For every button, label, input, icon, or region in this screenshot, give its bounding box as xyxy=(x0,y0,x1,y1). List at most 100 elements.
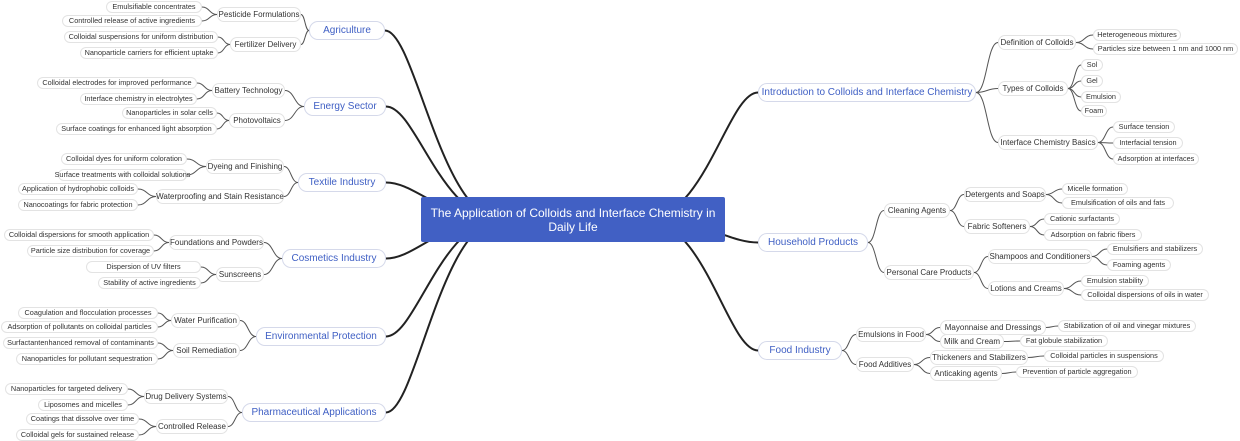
child-connector xyxy=(1063,288,1082,296)
leaf-prevention-particle-aggregation[interactable]: Prevention of particle aggregation xyxy=(1016,366,1138,378)
leaf-particle-size-distribution[interactable]: Particle size distribution for coverage xyxy=(27,245,154,257)
leaf-coagulation-flocculation[interactable]: Coagulation and flocculation processes xyxy=(18,307,158,319)
leaf-controlled-release-active[interactable]: Controlled release of active ingredients xyxy=(62,15,202,27)
leaf-cationic-surfactants[interactable]: Cationic surfactants xyxy=(1044,213,1120,225)
leaf-emulsion-stability[interactable]: Emulsion stability xyxy=(1081,275,1149,287)
branch-food-industry[interactable]: Food Industry xyxy=(758,341,842,360)
sub-food-additives[interactable]: Food Additives xyxy=(856,357,914,372)
leaf-targeted-delivery[interactable]: Nanoparticles for targeted delivery xyxy=(5,383,128,395)
branch-agriculture[interactable]: Agriculture xyxy=(309,21,385,40)
sub-pesticide-formulations[interactable]: Pesticide Formulations xyxy=(217,7,301,22)
leaf-colloidal-dyes[interactable]: Colloidal dyes for uniform coloration xyxy=(61,153,187,165)
sub-battery-technology[interactable]: Battery Technology xyxy=(212,83,285,98)
leaf-emulsifiable-concentrates[interactable]: Emulsifiable concentrates xyxy=(106,1,202,13)
child-connector xyxy=(975,92,999,143)
leaf-interface-chemistry-electrolytes[interactable]: Interface chemistry in electrolytes xyxy=(80,93,197,105)
child-connector xyxy=(1045,325,1059,328)
child-connector xyxy=(217,44,231,54)
branch-textile-industry[interactable]: Textile Industry xyxy=(298,173,386,192)
leaf-particle-size-range[interactable]: Particles size between 1 nm and 1000 nm xyxy=(1093,43,1238,55)
leaf-micelle-formation[interactable]: Micelle formation xyxy=(1062,183,1128,195)
leaf-colloidal-dispersions-smooth[interactable]: Colloidal dispersions for smooth applica… xyxy=(4,229,154,241)
child-connector xyxy=(239,336,257,351)
leaf-nanoparticles-solar-cells[interactable]: Nanoparticles in solar cells xyxy=(122,107,217,119)
leaf-adsorption-fabric-fibers[interactable]: Adsorption on fabric fibers xyxy=(1044,229,1142,241)
leaf-coatings-dissolve[interactable]: Coatings that dissolve over time xyxy=(26,413,139,425)
sub-foundations-and-powders[interactable]: Foundations and Powders xyxy=(169,235,264,250)
branch-environmental-protection[interactable]: Environmental Protection xyxy=(256,327,386,346)
sub-cleaning-agents[interactable]: Cleaning Agents xyxy=(884,203,950,218)
leaf-nanocoatings-fabric[interactable]: Nanocoatings for fabric protection xyxy=(18,199,138,211)
leaf-surface-treatments[interactable]: Surface treatments with colloidal soluti… xyxy=(54,169,191,181)
sub-mayonnaise-and-dressings[interactable]: Mayonnaise and Dressings xyxy=(940,320,1046,335)
leaf-nanoparticles-sequestration[interactable]: Nanoparticles for pollutant sequestratio… xyxy=(16,353,158,365)
sub-definition-of-colloids[interactable]: Definition of Colloids xyxy=(998,35,1076,50)
branch-pharmaceutical-applications[interactable]: Pharmaceutical Applications xyxy=(242,403,386,422)
child-connector xyxy=(1045,194,1063,204)
sub-shampoos-and-conditioners[interactable]: Shampoos and Conditioners xyxy=(988,249,1092,264)
child-connector xyxy=(1075,34,1094,43)
leaf-colloidal-electrodes[interactable]: Colloidal electrodes for improved perfor… xyxy=(37,77,197,89)
child-connector xyxy=(913,364,931,374)
leaf-interfacial-tension[interactable]: Interfacial tension xyxy=(1113,137,1183,149)
leaf-sol[interactable]: Sol xyxy=(1081,59,1103,71)
leaf-dispersion-uv-filters[interactable]: Dispersion of UV filters xyxy=(86,261,201,273)
child-connector xyxy=(186,166,207,176)
leaf-heterogeneous-mixtures[interactable]: Heterogeneous mixtures xyxy=(1093,29,1181,41)
sub-fabric-softeners[interactable]: Fabric Softeners xyxy=(964,219,1030,234)
central-topic[interactable]: The Application of Colloids and Interfac… xyxy=(421,197,725,242)
leaf-surface-coatings-light[interactable]: Surface coatings for enhanced light abso… xyxy=(56,123,217,135)
child-connector xyxy=(263,258,283,275)
branch-energy-sector[interactable]: Energy Sector xyxy=(304,97,386,116)
sub-personal-care-products[interactable]: Personal Care Products xyxy=(884,265,974,280)
leaf-foaming-agents[interactable]: Foaming agents xyxy=(1107,259,1171,271)
leaf-adsorption-at-interfaces[interactable]: Adsorption at interfaces xyxy=(1113,153,1199,165)
child-connector xyxy=(949,194,965,211)
branch-cosmetics-industry[interactable]: Cosmetics Industry xyxy=(282,249,386,268)
leaf-liposomes-micelles[interactable]: Liposomes and micelles xyxy=(38,399,128,411)
leaf-surface-tension[interactable]: Surface tension xyxy=(1113,121,1175,133)
child-connector xyxy=(216,120,230,130)
child-connector xyxy=(216,112,230,121)
sub-types-of-colloids[interactable]: Types of Colloids xyxy=(998,81,1068,96)
leaf-colloidal-particles-suspensions[interactable]: Colloidal particles in suspensions xyxy=(1044,350,1164,362)
child-connector xyxy=(138,418,157,427)
leaf-colloidal-gels[interactable]: Colloidal gels for sustained release xyxy=(16,429,139,441)
leaf-emulsification-oils-fats[interactable]: Emulsification of oils and fats xyxy=(1062,197,1174,209)
leaf-emulsion[interactable]: Emulsion xyxy=(1081,91,1121,103)
leaf-fat-globule-stabilization[interactable]: Fat globule stabilization xyxy=(1020,335,1108,347)
leaf-surfactant-removal[interactable]: Surfactantenhanced removal of contaminan… xyxy=(3,337,158,349)
leaf-emulsifiers-stabilizers[interactable]: Emulsifiers and stabilizers xyxy=(1107,243,1203,255)
sub-lotions-and-creams[interactable]: Lotions and Creams xyxy=(988,281,1064,296)
sub-anticaking-agents[interactable]: Anticaking agents xyxy=(930,366,1002,381)
leaf-foam[interactable]: Foam xyxy=(1081,105,1107,117)
leaf-gel[interactable]: Gel xyxy=(1081,75,1103,87)
leaf-nanoparticle-carriers[interactable]: Nanoparticle carriers for efficient upta… xyxy=(80,47,218,59)
sub-sunscreens[interactable]: Sunscreens xyxy=(216,267,264,282)
child-connector xyxy=(949,210,965,227)
sub-water-purification[interactable]: Water Purification xyxy=(171,313,240,328)
branch-household-products[interactable]: Household Products xyxy=(758,233,868,252)
child-connector xyxy=(975,42,999,93)
leaf-adsorption-pollutants[interactable]: Adsorption of pollutants on colloidal pa… xyxy=(1,321,158,333)
sub-waterproofing-stain-resistance[interactable]: Waterproofing and Stain Resistance xyxy=(156,189,284,204)
sub-controlled-release[interactable]: Controlled Release xyxy=(156,419,228,434)
child-connector xyxy=(1091,256,1108,266)
sub-thickeners-and-stabilizers[interactable]: Thickeners and Stabilizers xyxy=(930,350,1028,365)
leaf-colloidal-dispersions-oils-water[interactable]: Colloidal dispersions of oils in water xyxy=(1081,289,1209,301)
sub-milk-and-cream[interactable]: Milk and Cream xyxy=(940,334,1004,349)
sub-photovoltaics[interactable]: Photovoltaics xyxy=(229,113,285,128)
leaf-colloidal-suspensions[interactable]: Colloidal suspensions for uniform distri… xyxy=(64,31,218,43)
branch-introduction[interactable]: Introduction to Colloids and Interface C… xyxy=(758,83,976,102)
leaf-stabilization-oil-vinegar[interactable]: Stabilization of oil and vinegar mixture… xyxy=(1058,320,1196,332)
sub-emulsions-in-food[interactable]: Emulsions in Food xyxy=(856,327,926,342)
sub-dyeing-and-finishing[interactable]: Dyeing and Finishing xyxy=(206,159,284,174)
sub-interface-chemistry-basics[interactable]: Interface Chemistry Basics xyxy=(998,135,1098,150)
leaf-hydrophobic-colloids[interactable]: Application of hydrophobic colloids xyxy=(18,183,138,195)
sub-drug-delivery-systems[interactable]: Drug Delivery Systems xyxy=(144,389,228,404)
leaf-stability-active-ingredients[interactable]: Stability of active ingredients xyxy=(98,277,201,289)
sub-soil-remediation[interactable]: Soil Remediation xyxy=(173,343,240,358)
sub-detergents-and-soaps[interactable]: Detergents and Soaps xyxy=(964,187,1046,202)
sub-fertilizer-delivery[interactable]: Fertilizer Delivery xyxy=(230,37,301,52)
child-connector xyxy=(300,30,310,45)
